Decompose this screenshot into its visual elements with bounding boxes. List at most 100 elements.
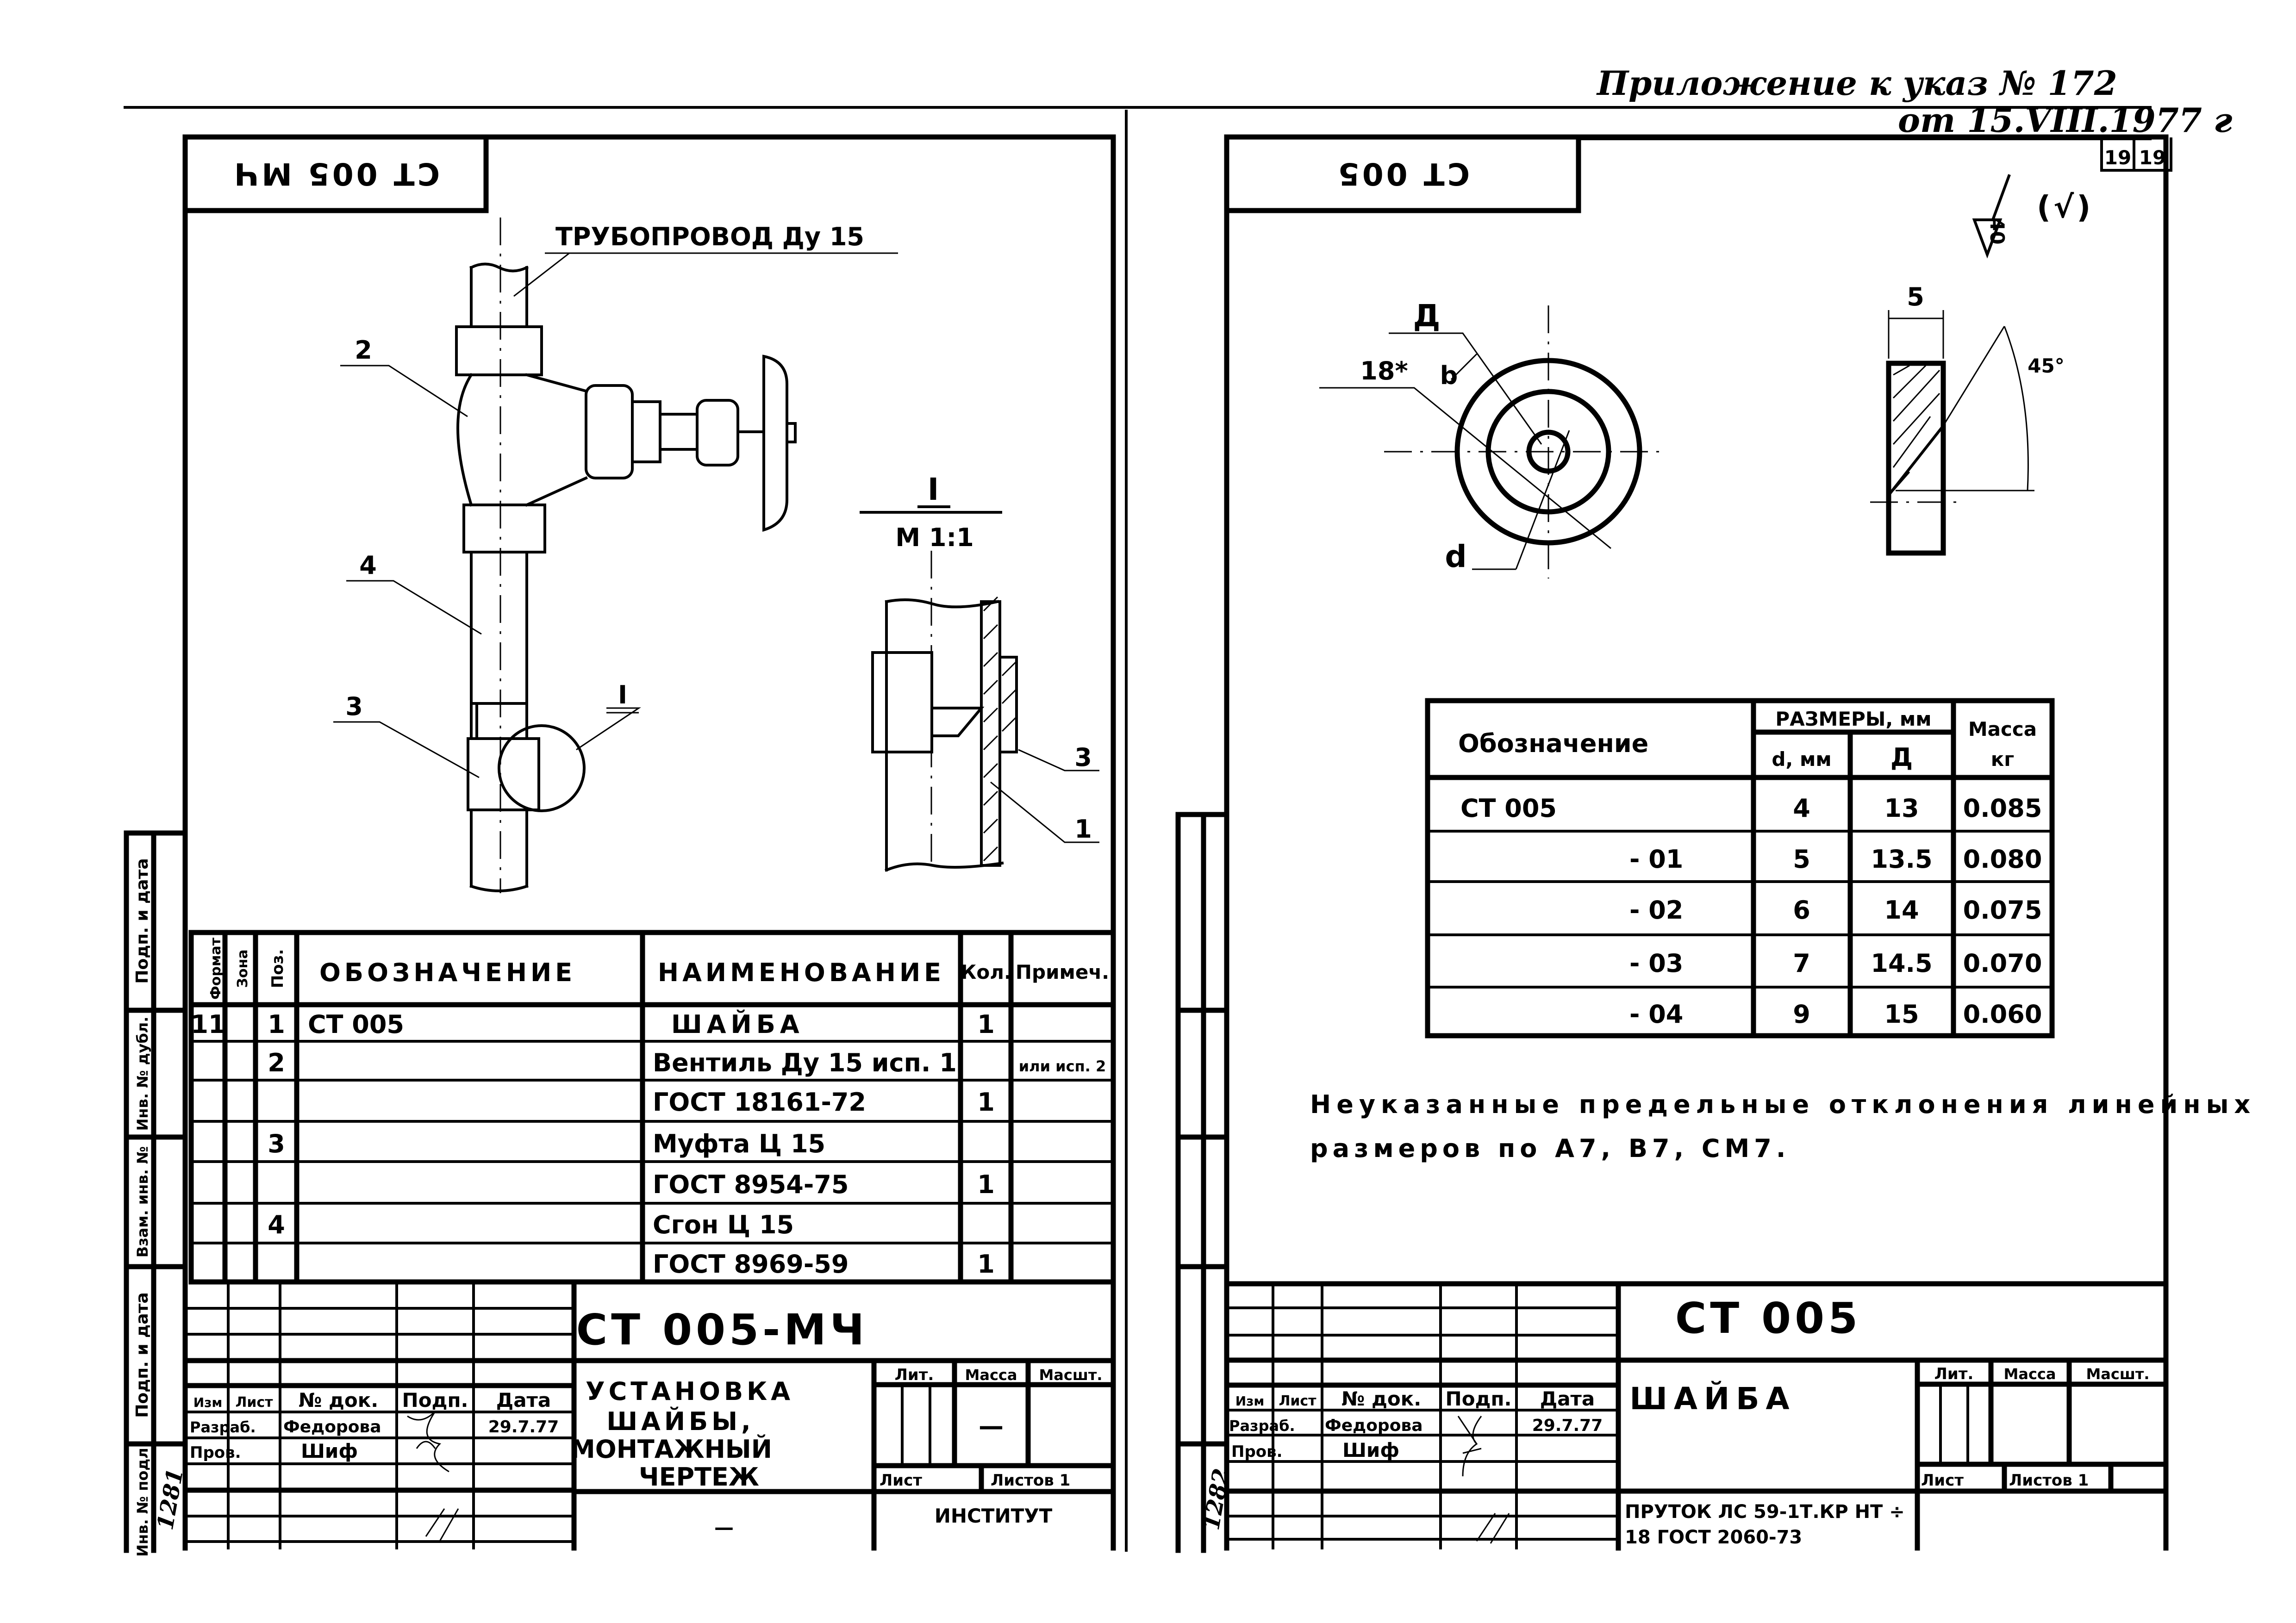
roughness-icon	[1972, 174, 2011, 259]
pos2-leader	[340, 365, 468, 417]
cell-d: 4	[1793, 794, 1810, 823]
washer-outer-circle	[1454, 358, 1642, 546]
left-frame	[182, 134, 1116, 1551]
left-title-block: СТ 005-МЧ УСТАНОВКА ШАЙБЫ, МОНТАЖНЫЙ ЧЕР…	[182, 1279, 1116, 1551]
cell-qty: 1	[977, 1088, 995, 1117]
cell-mass: 0.075	[1963, 895, 2042, 925]
title-designation: СТ 005	[1675, 1293, 1861, 1343]
cell-mass: 0.080	[1963, 845, 2042, 874]
sheets-label: Листов 1	[991, 1471, 1070, 1490]
right-top-stamp-text: СТ 005	[1335, 156, 1470, 192]
table-row: 2 Вентиль Ду 15 исп. 1 или исп. 2	[268, 1048, 1106, 1077]
valve-body	[456, 373, 588, 507]
title-name-4: ЧЕРТЕЖ	[639, 1462, 759, 1492]
valve-nut	[696, 399, 739, 466]
title-block-rows	[184, 1307, 575, 1543]
mass-label: Масса	[965, 1366, 1017, 1384]
sizes-table-thick-lines	[1425, 698, 2055, 1038]
rev-header-sheet: Лист	[235, 1394, 273, 1411]
developed-label: Разраб.	[190, 1418, 256, 1436]
scale-label: Масшт.	[2086, 1365, 2149, 1383]
table-row: ГОСТ 8954-75 1	[653, 1170, 995, 1199]
pos4-leader	[346, 580, 482, 635]
annotation-line2: от 15.VIII.1977 г	[1898, 100, 2232, 140]
cell-d: 9	[1793, 1000, 1810, 1029]
washer-dimensions	[1888, 310, 2034, 491]
rev-header-doc: № док.	[1341, 1387, 1421, 1410]
title-block-thick-columns	[571, 1279, 1031, 1551]
signature-developer	[1457, 1416, 1482, 1477]
title-designation: СТ 005-МЧ	[576, 1305, 868, 1355]
cell-pos: 4	[268, 1210, 285, 1239]
detail-leaders	[990, 749, 1099, 843]
right-title-block: СТ 005 ШАЙБА Изм Лист № док. Подп. Дата …	[1224, 1281, 2169, 1551]
callout-pos2: 2	[355, 336, 372, 365]
washer-section	[1886, 361, 1946, 556]
cell-designation: СТ 005	[308, 1010, 404, 1039]
side-label-dup-inv: Инв. № дубл.	[134, 1017, 151, 1131]
cell-D: 13	[1884, 794, 1919, 823]
rev-header-sign: Подп.	[1446, 1387, 1512, 1410]
table-row: 4 Сгон Ц 15	[268, 1210, 794, 1239]
side-stamp-grid	[1175, 812, 1229, 1553]
handwheel-nut	[786, 422, 797, 443]
scale-label: Масшт.	[1039, 1366, 1102, 1384]
developed-name: Федорова	[283, 1418, 381, 1436]
developed-name: Федорова	[1325, 1416, 1423, 1435]
table-row: - 04 9 15 0.060	[1629, 1000, 2042, 1029]
organization: ИНСТИТУТ	[935, 1505, 1053, 1527]
header-sizes: РАЗМЕРЫ, мм	[1775, 708, 1931, 730]
title-block-thick-rows	[182, 1358, 1116, 1494]
rev-header-sheet: Лист	[1279, 1393, 1316, 1409]
right-top-stamp-box	[1224, 134, 1581, 213]
left-side-stamp: Подп. и дата Инв. № дубл. Взам. инв. № П…	[124, 830, 188, 1557]
pipe-lower	[470, 551, 528, 740]
col-pos: Поз.	[268, 949, 287, 989]
detail-washer-2	[998, 656, 1018, 753]
cell-mass: 0.085	[1963, 794, 2042, 823]
pipeline-leader	[513, 252, 898, 297]
callout-detail-ref: I	[618, 680, 627, 709]
detail-hatching	[983, 596, 1017, 862]
cell-name: Вентиль Ду 15 исп. 1	[653, 1048, 957, 1077]
washer-chamfer-line	[1886, 423, 1946, 497]
rev-header-date: Дата	[1540, 1387, 1595, 1410]
washer-bore-circle	[1526, 429, 1571, 474]
mass-value: —	[979, 1412, 1004, 1441]
cell-pos: 1	[268, 1010, 285, 1039]
side-label-orig-inv: Инв. № подл.	[134, 1442, 151, 1557]
col-format: Формат	[208, 937, 224, 1000]
detail-pos1: 1	[1074, 815, 1092, 844]
cell-format: 11	[191, 1010, 225, 1039]
cell-designation: - 03	[1629, 949, 1683, 978]
cell-d: 7	[1793, 949, 1810, 978]
detail-leader	[576, 707, 641, 751]
col-note: Примеч.	[1016, 961, 1109, 983]
page-number-2: 19	[2139, 146, 2166, 169]
sheets-label: Листов 1	[2009, 1471, 2089, 1490]
rev-header-date: Дата	[496, 1389, 551, 1412]
callout-pos4: 4	[359, 551, 377, 580]
valve-gland	[631, 400, 661, 463]
col-designation: ОБОЗНАЧЕНИЕ	[319, 958, 576, 987]
table-row: 3 Муфта Ц 15	[268, 1129, 825, 1158]
dim-bore: d	[1445, 539, 1469, 574]
note-line-1: Неуказанные предельные отклонения линейн…	[1310, 1090, 2256, 1119]
right-sheet: СТ 005 40 (√) Д 18* b d 5 45°	[1175, 134, 2256, 1553]
side-label-replaced-inv: Взам. инв. №	[134, 1146, 151, 1258]
cell-D: 14.5	[1871, 949, 1932, 978]
detail-pipe	[885, 598, 1004, 872]
sizes-table: Обозначение РАЗМЕРЫ, мм d, мм Д Масса кг…	[1425, 698, 2055, 1038]
cell-d: 6	[1793, 895, 1810, 925]
annotation-line1: Приложение к указ № 172	[1596, 63, 2117, 103]
roughness-other: (√)	[2037, 189, 2093, 225]
cell-designation: - 02	[1629, 895, 1683, 925]
cell-qty: 1	[977, 1250, 995, 1279]
washer-front-view: Д 18* b d	[1319, 298, 1662, 578]
washer-chamfer-circle	[1485, 389, 1611, 515]
title-name-3: МОНТАЖНЫЙ	[570, 1435, 772, 1464]
developed-date: 29.7.77	[488, 1418, 559, 1436]
cell-D: 15	[1884, 1000, 1919, 1029]
header-d: d, мм	[1772, 748, 1831, 771]
